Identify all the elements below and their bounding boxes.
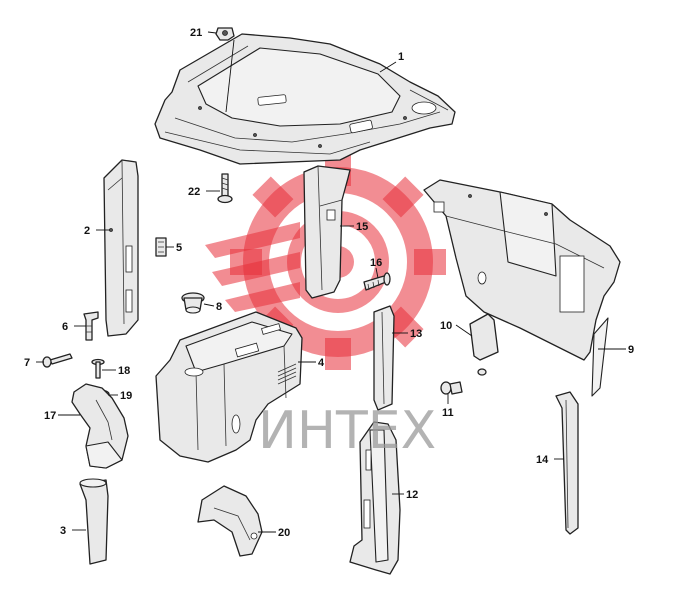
callout-16: 16	[370, 257, 382, 269]
watermark-text: ИНТЕХ	[258, 401, 436, 461]
part-15-pillar-trim	[303, 165, 351, 299]
part-7-screw	[42, 353, 73, 368]
callout-10: 10	[440, 320, 452, 332]
part-10-access-cover	[469, 313, 499, 361]
watermark-gear-logo	[205, 154, 446, 370]
callout-17: 17	[44, 410, 56, 422]
callout-8: 8	[216, 301, 222, 313]
part-3-duct-tube	[79, 478, 109, 565]
part-4-side-trim-panel	[155, 311, 303, 463]
part-6-bracket	[83, 311, 99, 341]
part-16-screw	[363, 272, 391, 291]
callout-5: 5	[176, 242, 182, 254]
callout-6: 6	[62, 321, 68, 333]
callout-20: 20	[278, 527, 290, 539]
part-20-cover	[197, 485, 263, 557]
callout-22: 22	[188, 186, 200, 198]
callout-12: 12	[406, 489, 418, 501]
part-14-pillar-trim-right	[555, 391, 579, 535]
callout-14: 14	[536, 454, 549, 466]
callout-18: 18	[118, 365, 130, 377]
part-13-pillar-strip	[373, 305, 395, 411]
callout-3: 3	[60, 525, 66, 537]
callout-21: 21	[190, 27, 202, 39]
part-12-long-trim	[349, 421, 401, 575]
callout-19: 19	[120, 390, 132, 402]
vent-grille	[277, 363, 297, 385]
callout-9: 9	[628, 344, 634, 356]
part-2-left-vertical-trim	[103, 159, 139, 337]
callout-11: 11	[442, 407, 454, 419]
part-8-grommet	[181, 292, 205, 314]
part-22-screw	[217, 173, 233, 204]
callout-15: 15	[356, 221, 368, 233]
callout-13: 13	[410, 328, 422, 340]
callout-4: 4	[318, 357, 325, 369]
callout-2: 2	[84, 225, 90, 237]
part-18-screw	[91, 358, 105, 379]
leader-lines	[36, 31, 626, 533]
part-9-side-wall-panel	[423, 179, 621, 397]
callout-7: 7	[24, 357, 30, 369]
part-1-rear-floor-trim	[154, 33, 456, 165]
part-21-clip	[215, 27, 235, 41]
callout-1: 1	[398, 51, 404, 63]
callout-labels: 1 2 3 4 5 6 7 8 9 10 11 12 13 14 15 16 1…	[24, 27, 634, 539]
part-11-fastener	[440, 368, 487, 395]
part-5-clip	[155, 237, 167, 257]
part-17-duct-elbow	[71, 383, 129, 469]
